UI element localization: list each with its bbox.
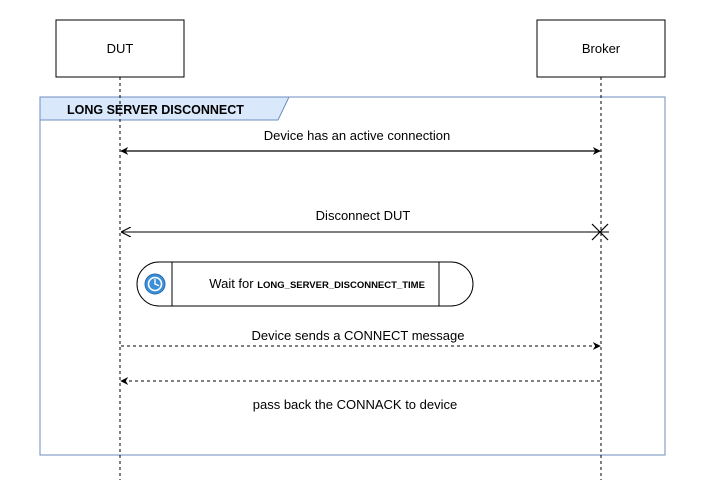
wait-prefix: Wait for	[209, 276, 257, 291]
message-active-connection: Device has an active connection	[120, 128, 601, 155]
wait-block: Wait for LONG_SERVER_DISCONNECT_TIME	[136, 261, 474, 307]
participant-broker: Broker	[536, 19, 666, 78]
message-label: Device has an active connection	[264, 128, 450, 143]
participant-label: DUT	[107, 41, 134, 56]
interaction-frame: LONG SERVER DISCONNECT	[39, 96, 666, 456]
wait-box	[136, 261, 474, 307]
wait-constant: LONG_SERVER_DISCONNECT_TIME	[257, 280, 425, 291]
frame-border	[39, 96, 666, 456]
message-connack: pass back the CONNACK to device	[120, 377, 600, 412]
message-label: Device sends a CONNECT message	[252, 328, 465, 343]
message-label: Disconnect DUT	[316, 208, 411, 223]
participant-dut: DUT	[55, 19, 185, 78]
frame-title-tab	[39, 96, 290, 121]
participant-label: Broker	[582, 41, 621, 56]
message-connect: Device sends a CONNECT message	[121, 328, 601, 350]
message-disconnect: Disconnect DUT	[122, 208, 609, 241]
clock-icon	[144, 273, 166, 295]
wait-label: Wait for LONG_SERVER_DISCONNECT_TIME	[184, 276, 443, 291]
destroy-x-icon	[591, 223, 609, 241]
frame-title: LONG SERVER DISCONNECT	[67, 103, 244, 117]
participant-box	[536, 19, 666, 78]
message-label: pass back the CONNACK to device	[253, 397, 457, 412]
participant-box	[55, 19, 185, 78]
